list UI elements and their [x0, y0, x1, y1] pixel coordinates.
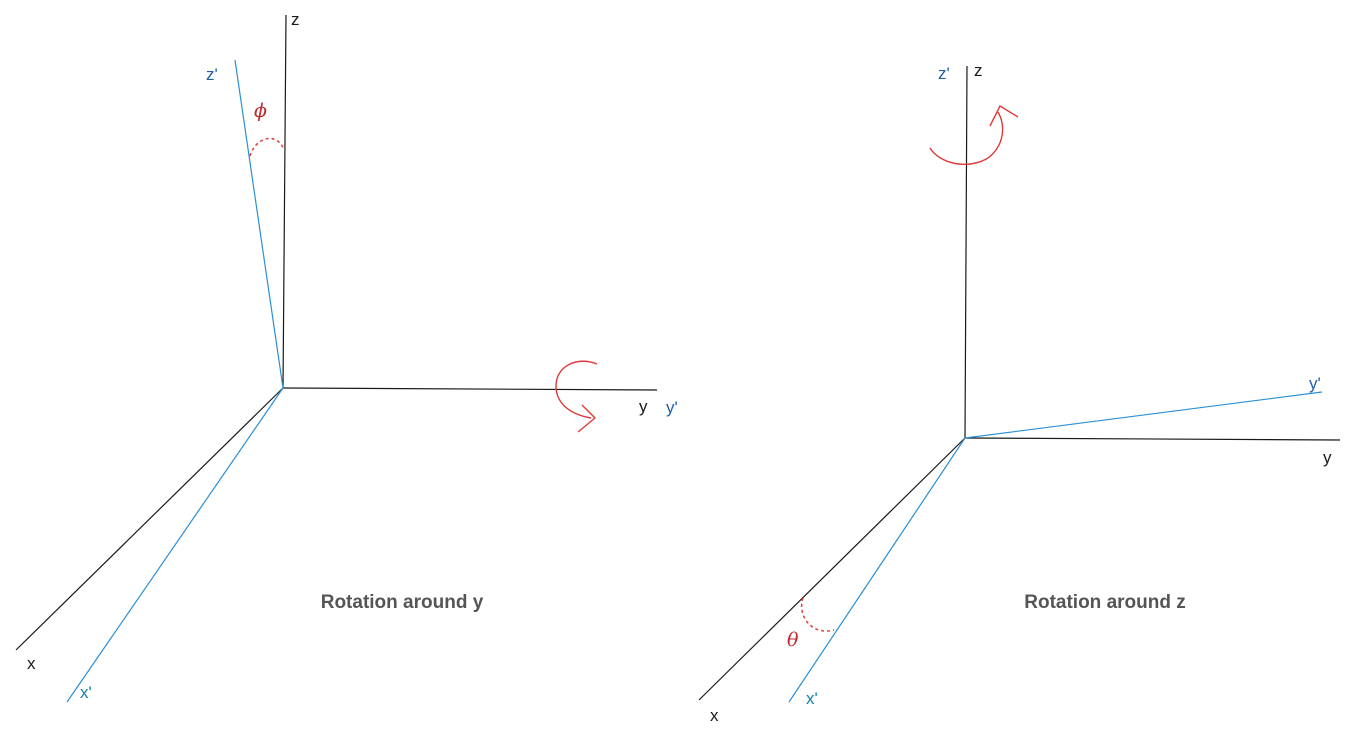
curved-rotation-arrow-icon: [929, 105, 1019, 165]
y-prime-axis-label: y': [1309, 374, 1321, 393]
angle-theta-label: θ: [787, 629, 799, 651]
z-axis-line: [964, 65, 968, 439]
z-axis-label: z: [974, 61, 983, 80]
x-axis-label: x: [27, 654, 36, 673]
y-axis-line: [964, 437, 1341, 441]
y-axis-label: y: [1323, 448, 1332, 467]
curved-rotation-arrow-icon: [555, 360, 598, 433]
y-axis-label: y: [639, 397, 648, 416]
x-prime-axis-label: x': [806, 689, 818, 708]
caption-rotation-around-z: Rotation around z: [1024, 592, 1185, 613]
x-prime-axis-label: x': [80, 683, 92, 702]
y-prime-axis-line: [964, 391, 1323, 439]
x-axis-label: x: [710, 706, 719, 725]
x-prime-axis-line: [66, 387, 284, 703]
z-prime-axis-label: z': [206, 65, 218, 84]
y-prime-axis-label: y': [666, 398, 678, 417]
z-axis-label: z: [291, 10, 300, 29]
x-prime-axis-line: [788, 437, 966, 703]
x-axis-line: [15, 387, 284, 651]
y-axis-line: [282, 387, 658, 391]
dotted-angle-arc-icon: [801, 597, 835, 632]
diagram-rotation-around-z: z' z y' y θ x x' Rotation around z: [698, 61, 1341, 725]
caption-rotation-around-y: Rotation around y: [321, 592, 484, 613]
x-axis-line: [698, 437, 966, 701]
dotted-angle-arc-icon: [249, 137, 285, 157]
z-axis-line: [282, 14, 287, 389]
z-prime-axis-label: z': [938, 64, 950, 83]
angle-phi-label: ϕ: [254, 100, 267, 122]
diagram-rotation-around-y: z z' ϕ y y' x x' Rotation around y: [15, 10, 678, 703]
z-prime-axis-line: [234, 59, 284, 389]
